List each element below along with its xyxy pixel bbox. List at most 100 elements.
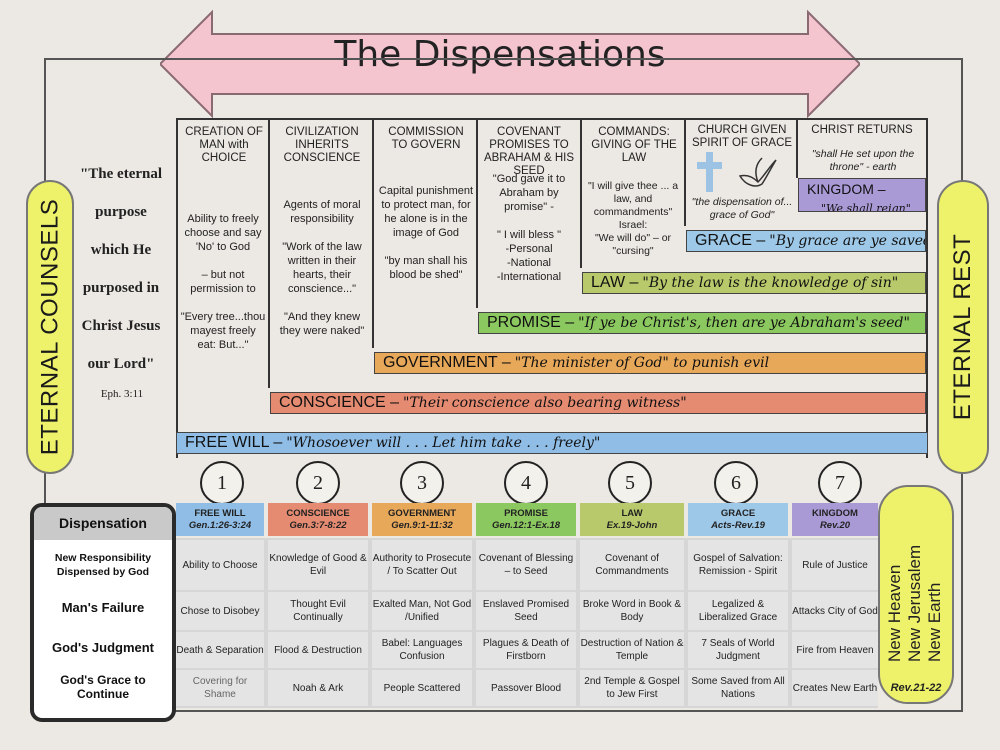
quote-line: which He <box>90 242 152 258</box>
table-cell: Passover Blood <box>476 670 576 706</box>
quote-line: "The eternal <box>79 166 163 182</box>
bar-promise: PROMISE –"If ye be Christ's, then are ye… <box>478 312 926 334</box>
column-body: "the dispensation of... grace of God" <box>691 196 793 221</box>
row-label: Man's Failure <box>61 600 145 615</box>
header-ref: Gen.1:26-3:24 <box>188 520 252 531</box>
table-cell: Enslaved Promised Seed <box>476 592 576 630</box>
row-label: New Responsibility Dispensed by God <box>54 552 152 578</box>
number-circle: 1 <box>200 461 244 505</box>
table-cell: Chose to Disobey <box>176 592 264 630</box>
number-circle: 7 <box>818 461 862 505</box>
header-name: LAW <box>621 508 643 519</box>
bar-label: GRACE – <box>695 232 766 249</box>
new-heaven-reference: Rev.21-22 <box>890 682 942 694</box>
column-body: Agents of moral responsibility "Work of … <box>279 199 365 337</box>
column-head: CIVILIZATION INHERITS CONSCIENCE <box>283 126 361 164</box>
row-label-panel: Dispensation New Responsibility Dispense… <box>30 503 176 722</box>
bar-quote: "Their conscience also bearing witness" <box>403 395 687 411</box>
number-circle: 5 <box>608 461 652 505</box>
table-cell: Covenant of Blessing – to Seed <box>476 540 576 590</box>
table-cell: Attacks City of God <box>792 592 878 630</box>
dove-icon <box>738 157 777 187</box>
header-ref: Gen.9:1-11:32 <box>391 520 453 531</box>
bar-label: PROMISE – <box>487 314 575 331</box>
number-circle: 6 <box>714 461 758 505</box>
table-cell: Covering for Shame <box>176 670 264 706</box>
top-border <box>176 118 928 120</box>
header-ref: Gen.3:7-8:22 <box>289 520 347 531</box>
header-name: GRACE <box>720 508 756 519</box>
table-cell: Death & Separation <box>176 632 264 668</box>
double-arrow-banner <box>160 9 860 119</box>
corner-label: Dispensation <box>59 515 147 531</box>
bar-quote: "By the law is the knowledge of sin" <box>642 275 899 291</box>
header-name: KINGDOM <box>812 508 858 519</box>
quote-line: Christ Jesus <box>81 318 161 334</box>
table-cell: Ability to Choose <box>176 540 264 590</box>
new-heaven-pill: New Heaven New Jerusalem New Earth Rev.2… <box>878 485 954 704</box>
column-body: Ability to freely choose and say 'No' to… <box>180 213 266 351</box>
bar-label: FREE WILL – <box>185 434 283 451</box>
row-label: God's Judgment <box>51 640 155 655</box>
header-ref: Acts-Rev.19 <box>711 520 765 531</box>
eternal-counsels-label: ETERNAL COUNSELS <box>36 198 64 456</box>
bar-quote: "We shall reign" <box>821 202 911 212</box>
column-body: Capital punishment to protect man, for h… <box>378 185 474 281</box>
dispensation-staircase: CREATION OF MAN with CHOICE CIVILIZATION… <box>176 118 928 458</box>
column-head: COMMISSION TO GOVERN <box>388 126 464 151</box>
header-name: CONSCIENCE <box>286 508 350 519</box>
column-head: CHRIST RETURNS <box>811 124 913 136</box>
bar-law: LAW –"By the law is the knowledge of sin… <box>582 272 926 294</box>
quote-reference: Eph. 3:11 <box>100 388 144 400</box>
bar-government: GOVERNMENT –"The minister of God" to pun… <box>374 352 926 374</box>
column-divider <box>796 118 798 178</box>
header-name: FREE WILL <box>194 508 246 519</box>
header-name: GOVERNMENT <box>387 508 457 519</box>
bar-quote: "The minister of God" to punish evil <box>514 355 770 371</box>
eternal-rest-label: ETERNAL REST <box>949 233 977 421</box>
row-label: God's Grace to Continue <box>60 673 146 701</box>
header-ref: Ex.19-John <box>606 520 658 531</box>
table-cell: Authority to Prosecute / To Scatter Out <box>372 540 472 590</box>
table-cell: Covenant of Commandments <box>580 540 684 590</box>
scripture-quote: "The eternal purpose which He purposed i… <box>72 155 170 383</box>
page-title: The Dispensations <box>334 34 666 75</box>
bar-label: CONSCIENCE – <box>279 394 400 411</box>
column-divider <box>372 118 374 348</box>
corner-header: Dispensation <box>34 507 172 540</box>
quote-line: purpose <box>95 204 147 220</box>
table-cell: Plagues & Death of Firstborn <box>476 632 576 668</box>
table-cell: Some Saved from All Nations <box>688 670 788 706</box>
column-head: CHURCH GIVEN SPIRIT OF GRACE <box>691 124 793 149</box>
quote-line: purposed in <box>82 280 160 296</box>
table-cell: Noah & Ark <box>268 670 368 706</box>
quote-line: our Lord" <box>87 356 155 372</box>
bar-quote: "If ye be Christ's, then are ye Abraham'… <box>578 315 910 331</box>
header-ref: Gen.12:1-Ex.18 <box>491 520 561 531</box>
table-cell: Knowledge of Good & Evil <box>268 540 368 590</box>
new-heaven-line: New Jerusalem <box>905 544 924 662</box>
number-circle: 2 <box>296 461 340 505</box>
table-cell: Rule of Justice <box>792 540 878 590</box>
table-cell: Exalted Man, Not God /Unified <box>372 592 472 630</box>
bar-kingdom: KINGDOM – "We shall reign" <box>798 178 926 212</box>
number-circle: 4 <box>504 461 548 505</box>
column-head: CREATION OF MAN with CHOICE <box>185 126 263 164</box>
table-cell: 7 Seals of World Judgment <box>688 632 788 668</box>
table-cell: Gospel of Salvation: Remission - Spirit <box>688 540 788 590</box>
header-ref: Rev.20 <box>819 520 851 531</box>
bar-quote: "By grace are ye saved" <box>769 233 926 249</box>
column-body: "shall He set upon the throne" - earth <box>811 148 915 173</box>
table-cell: Babel: Languages Confusion <box>372 632 472 668</box>
table-cell: Flood & Destruction <box>268 632 368 668</box>
table-cell: Creates New Earth <box>792 670 878 706</box>
column-divider <box>926 118 928 458</box>
table-cell: Broke Word in Book & Body <box>580 592 684 630</box>
bar-label: LAW – <box>591 274 639 291</box>
